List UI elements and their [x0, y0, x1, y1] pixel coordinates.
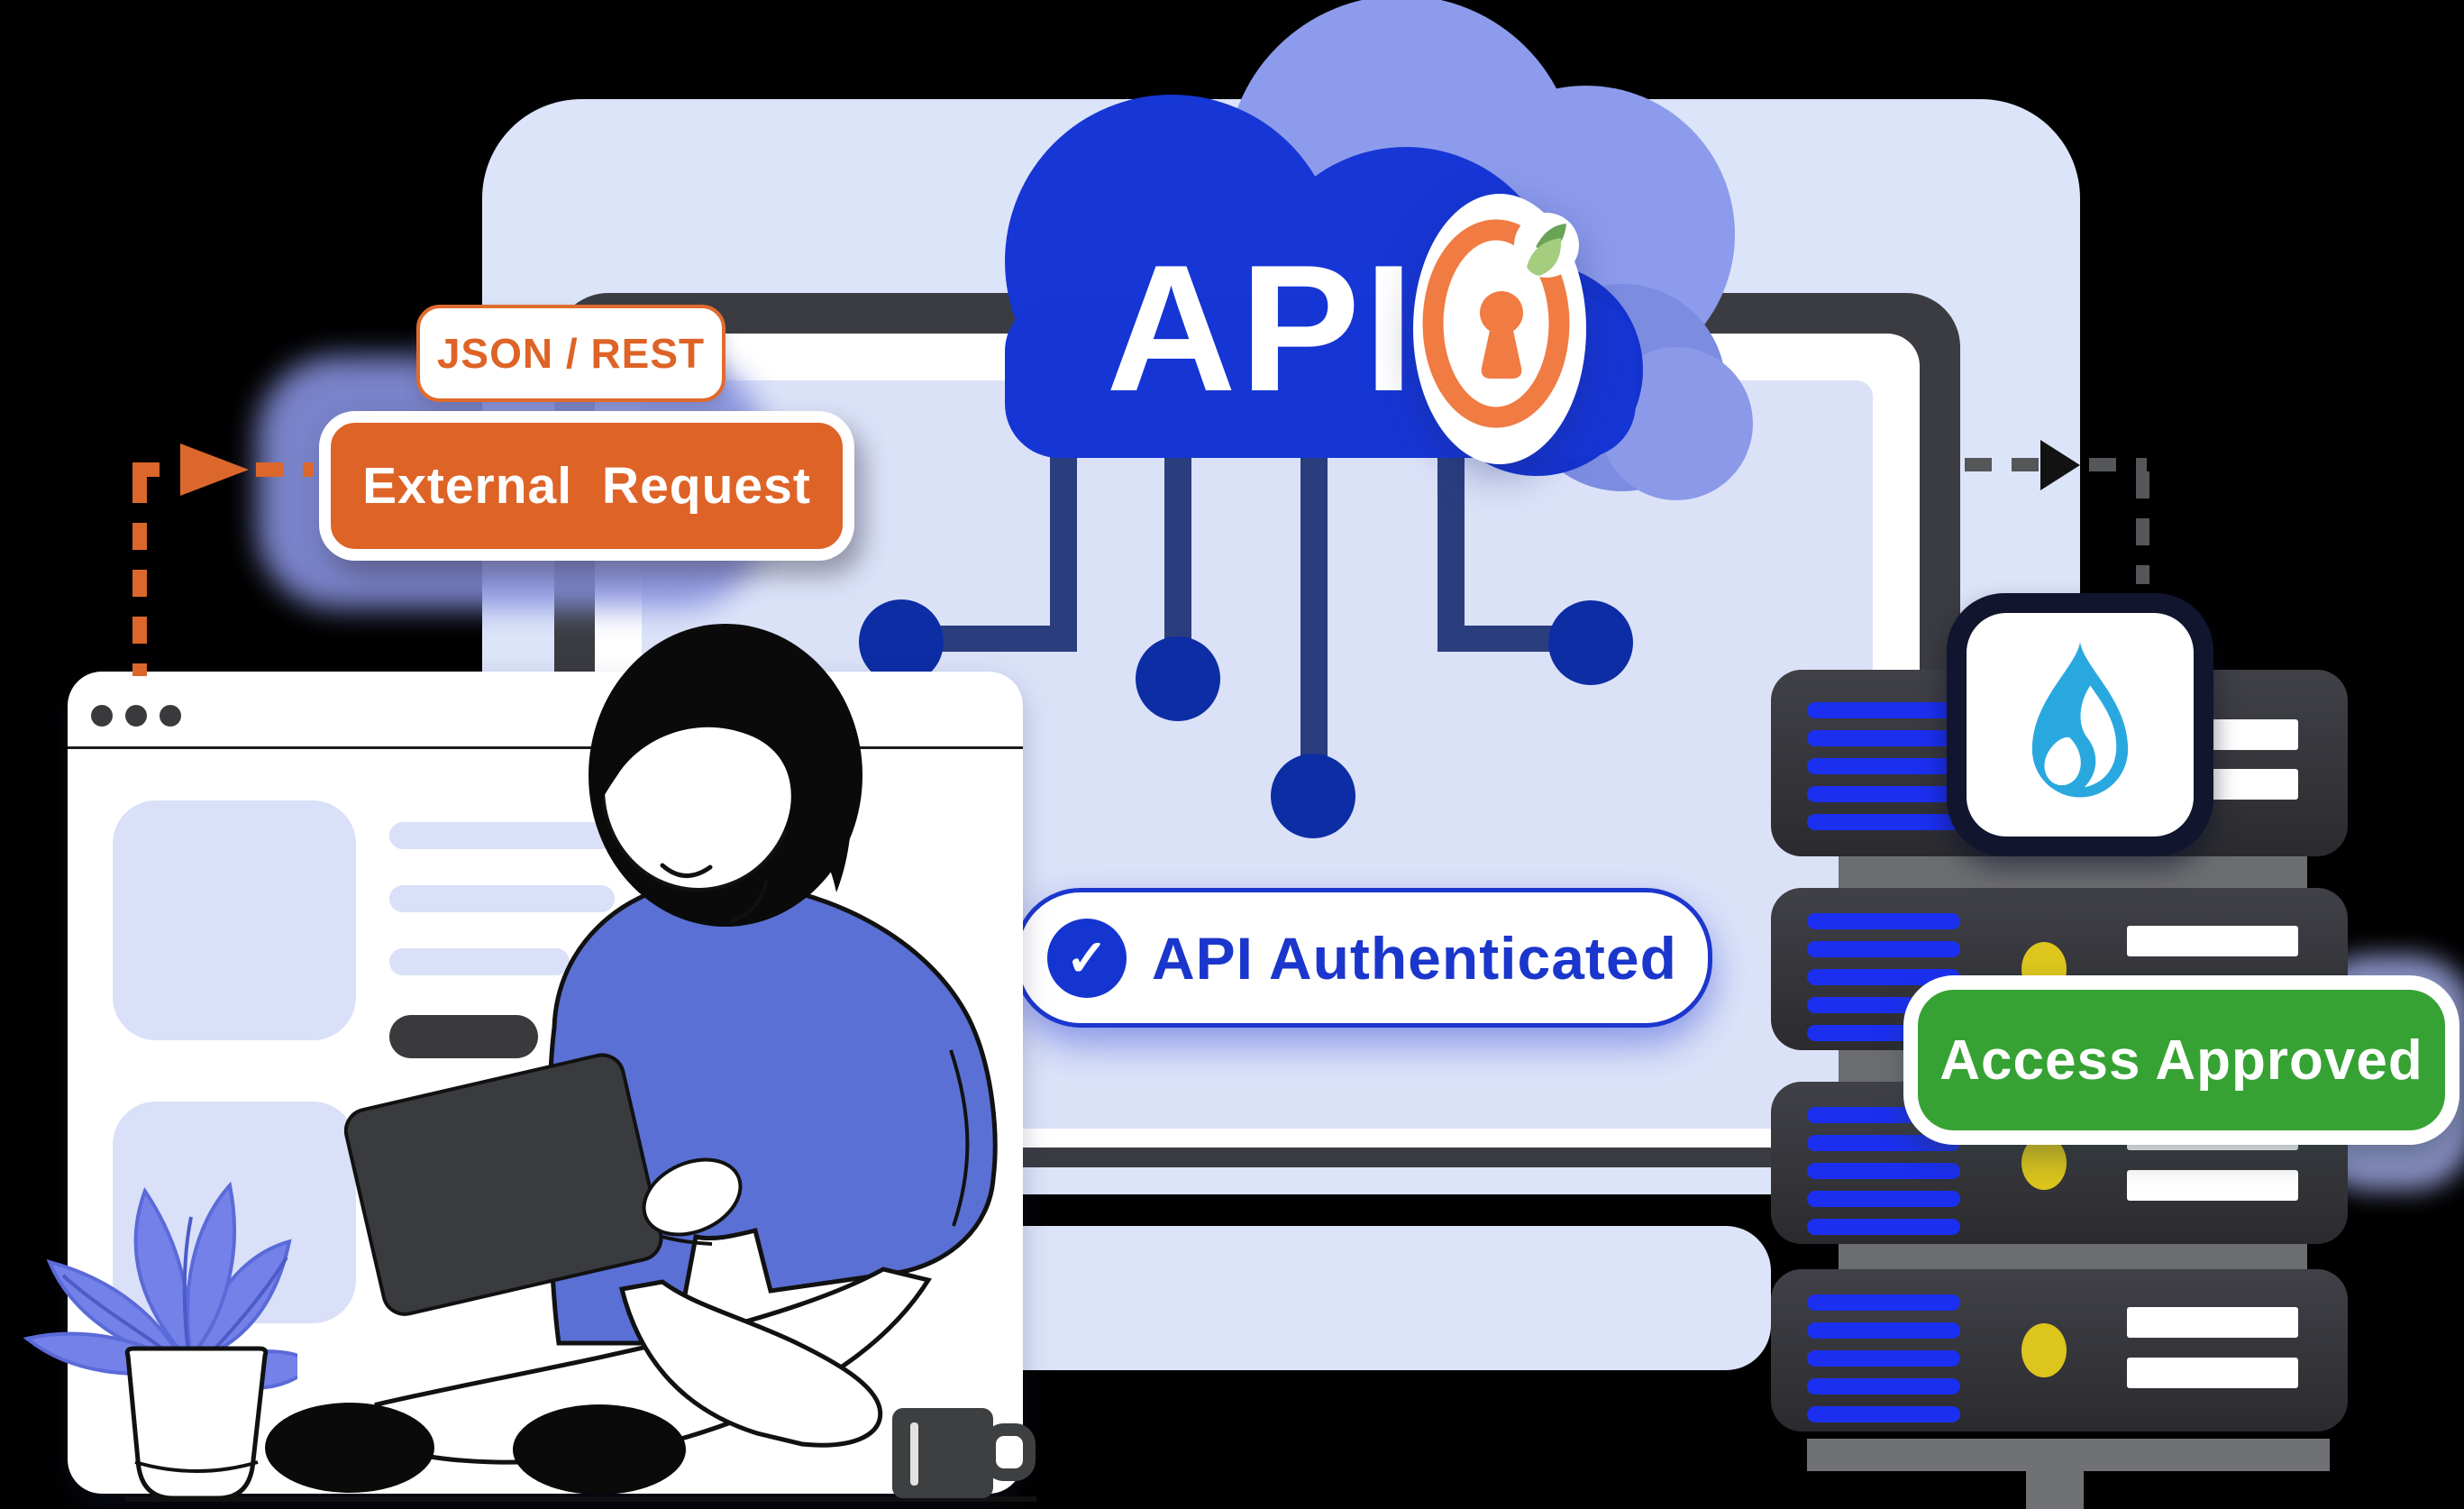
flow-arrow-right-icon [180, 444, 249, 496]
circuit-line-1 [1050, 446, 1077, 652]
drupal-badge [1947, 593, 2213, 856]
circuit-dot-4 [1548, 600, 1633, 685]
external-request-badge: External Request [319, 411, 854, 561]
coffee-mug [892, 1408, 993, 1498]
browser-text-line-2 [389, 885, 615, 912]
browser-image-placeholder [113, 800, 356, 1040]
browser-divider [68, 746, 1023, 749]
server-stand-bar [1807, 1439, 2330, 1471]
access-approved-badge: Access Approved [1903, 975, 2459, 1145]
server-slot [2127, 1358, 2298, 1388]
access-approved-label: Access Approved [1939, 1029, 2423, 1092]
drupal-icon [2031, 642, 2129, 798]
browser-text-line-3 [389, 948, 570, 975]
circuit-line-4 [1437, 446, 1465, 652]
browser-button-placeholder [389, 1015, 538, 1058]
browser-dot-1 [91, 705, 113, 727]
server-unit-4 [1771, 1269, 2348, 1431]
browser-dot-3 [160, 705, 181, 727]
browser-dot-2 [125, 705, 147, 727]
person-hair-front [598, 664, 853, 892]
ground-line [126, 1496, 1036, 1502]
server-led-yellow [2021, 1323, 2067, 1377]
server-slot [2127, 1170, 2298, 1201]
server-connector [1839, 856, 2307, 888]
server-flow-line-horizontal [1965, 458, 2039, 471]
request-flow-line-horizontal-2 [256, 462, 314, 477]
json-rest-chip: JSON / REST [416, 305, 726, 402]
circuit-line-3 [1300, 446, 1328, 771]
person-working [265, 624, 1036, 1498]
circuit-dot-1 [859, 599, 944, 684]
server-led-yellow [2021, 1136, 2067, 1190]
server-stand-post [2026, 1471, 2084, 1509]
api-authenticated-badge: ✓ API Authenticated [1014, 888, 1712, 1028]
flow-arrow-dark-icon [2040, 440, 2080, 490]
circuit-dot-3 [1271, 754, 1355, 838]
person-smile [660, 863, 713, 878]
browser-text-line-1 [389, 822, 615, 849]
keyhole-security-seal-icon [1413, 194, 1586, 464]
person-hand [642, 1157, 743, 1237]
api-authenticated-label: API Authenticated [1152, 924, 1677, 992]
circuit-dot-2 [1136, 636, 1220, 721]
request-flow-line-vertical [132, 476, 147, 676]
api-cloud-label: API [1106, 228, 1418, 429]
laptop [343, 1053, 663, 1316]
shoe-right [513, 1404, 686, 1495]
check-icon: ✓ [1047, 918, 1127, 998]
server-flow-line-vertical [2136, 471, 2149, 584]
server-flow-line-horizontal-2 [2089, 458, 2147, 471]
shoe-left [265, 1403, 434, 1493]
request-flow-line-horizontal [132, 462, 178, 477]
plant [23, 1181, 297, 1501]
server-slot [2127, 926, 2298, 956]
circuit-line-2 [1164, 446, 1191, 654]
json-rest-label: JSON / REST [436, 330, 706, 377]
server-slot [2127, 1307, 2298, 1338]
person-leg-2 [618, 1279, 883, 1448]
external-request-label: External Request [362, 457, 811, 515]
